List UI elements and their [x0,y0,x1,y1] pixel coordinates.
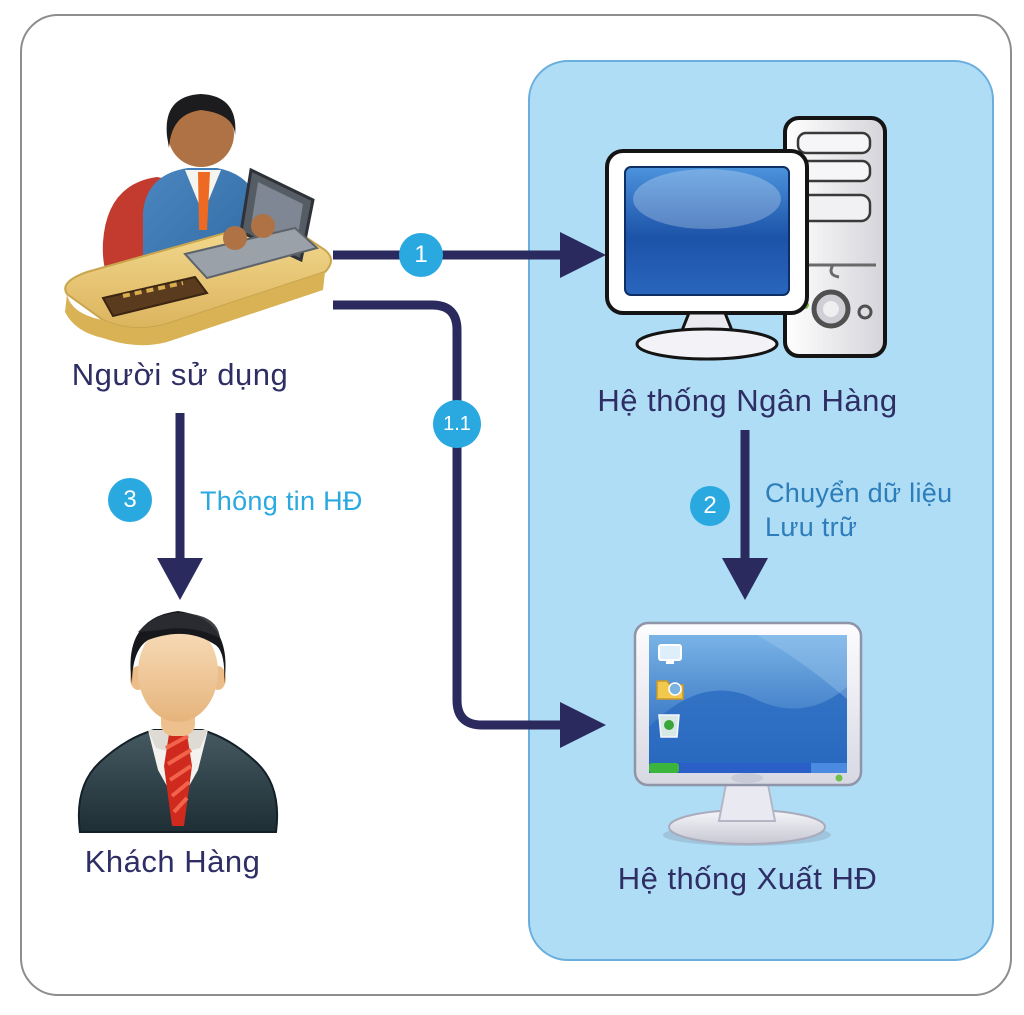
monitor-power-led [835,774,843,782]
power-button-inner [823,301,839,317]
drive-bay-1 [796,131,872,155]
hair-shape [166,94,236,148]
tie-stripes [165,734,193,814]
customer-face [138,622,218,722]
step-badge-3: 3 [108,478,152,522]
user-node-label: Người sử dụng [71,357,289,392]
taskbar [649,763,847,773]
invoice-computer-icon [607,603,887,853]
ledger-book [101,275,209,318]
reset-button [857,304,873,320]
wallpaper-light [757,635,847,699]
step-badge-1: 1 [399,233,443,277]
taskbar-tray [811,763,847,773]
customer-icon [68,598,288,838]
step2-label: Chuyển dữ liệu Lưu trữ [765,476,952,544]
step2-label-line2: Lưu trữ [765,512,858,542]
tie-shape [198,172,210,230]
shirt-collar [148,730,208,754]
start-button [649,763,679,773]
hand-left [223,226,247,250]
hand-right [251,214,275,238]
monitor-button [731,773,763,783]
step3-label: Thông tin HĐ [200,486,363,516]
bank-system-node-label: Hệ thống Ngân Hàng [597,383,898,418]
wallpaper-wave [649,687,847,773]
ledger-binding [122,281,184,298]
monitor-base [635,327,779,361]
bank-computer-icon [593,103,893,368]
head-shape [168,101,234,167]
screen-gloss [633,169,781,229]
step2-label-line1: Chuyển dữ liệu [765,478,953,508]
folder-icon [656,680,684,700]
step-badge-2: 2 [690,486,730,526]
invoice-system-node-label: Hệ thống Xuất HĐ [617,861,878,896]
tower-slot [796,263,876,279]
user-at-desk-icon [45,62,335,352]
my-computer-icon [658,644,682,664]
customer-node-label: Khách Hàng [84,844,261,879]
crt-monitor-screen [624,166,790,296]
hair-highlight [138,612,220,638]
recycle-bin-icon [658,714,680,738]
step-badge-1-1: 1.1 [433,400,481,448]
desk-edge [65,272,325,346]
